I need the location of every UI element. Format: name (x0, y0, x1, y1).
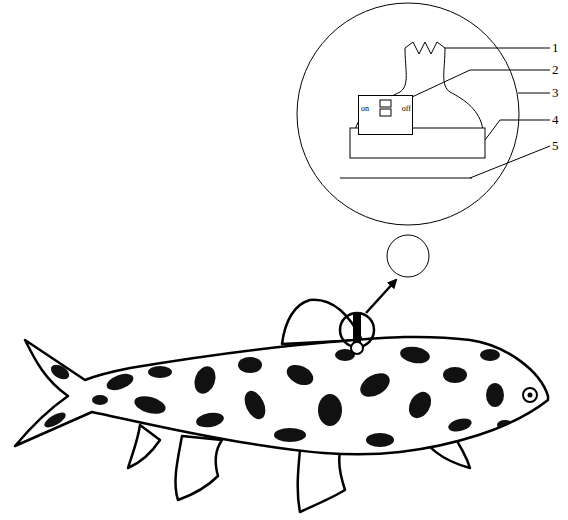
fish-pupil (528, 393, 533, 398)
leader-lines (412, 48, 550, 178)
fish-pattern (42, 345, 513, 447)
fish-eye (523, 388, 537, 402)
base-line (340, 178, 472, 179)
callout-number: 5 (552, 139, 559, 153)
callout-number: 3 (552, 86, 559, 100)
switch-label: on (361, 104, 369, 113)
callout-number: 4 (552, 113, 559, 127)
switch-symbol (379, 99, 393, 119)
callout-number: 1 (552, 41, 559, 55)
tag-antenna (353, 312, 361, 344)
fish-body (15, 337, 548, 454)
tag-base (351, 342, 363, 354)
switch-label: off (402, 104, 411, 113)
tag-cross-section (387, 235, 429, 277)
zoom-arrow (366, 280, 396, 313)
magnified-circle (297, 3, 519, 225)
switch-box: on off (358, 95, 413, 135)
callout-number: 2 (552, 63, 559, 77)
antenna-top (405, 42, 445, 54)
antenna-body (444, 48, 483, 130)
